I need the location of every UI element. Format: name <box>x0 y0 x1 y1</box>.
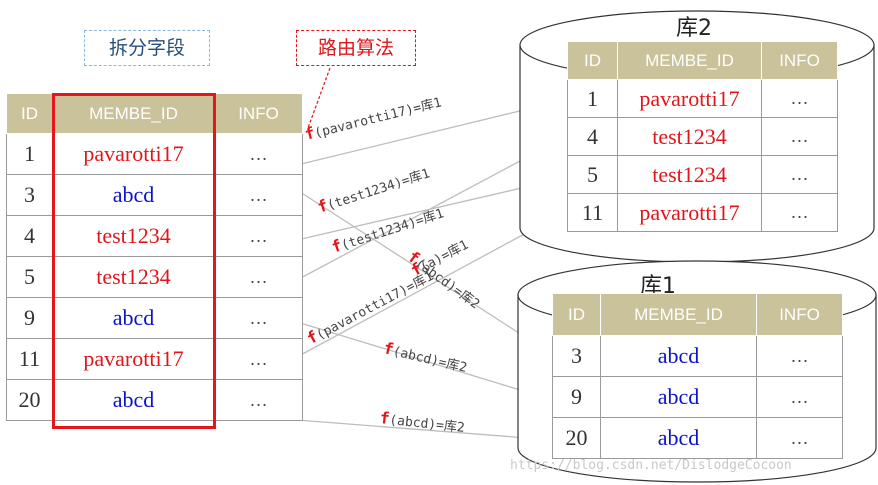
header-info: INFO <box>756 293 843 336</box>
route-line <box>296 211 567 358</box>
split-field-label: 拆分字段 <box>84 30 210 66</box>
header-id: ID <box>567 41 618 80</box>
id-cell: 3 <box>552 335 601 377</box>
header-info: INFO <box>214 93 303 134</box>
info-cell: … <box>756 417 843 459</box>
id-cell: 11 <box>6 338 53 380</box>
header-info: INFO <box>761 41 838 80</box>
split-field-highlight <box>52 93 216 429</box>
route-line <box>296 189 555 356</box>
routing-pointer <box>307 67 331 129</box>
member-id-cell: test1234 <box>52 215 215 257</box>
member-id-cell: test1234 <box>617 155 762 194</box>
info-cell: … <box>214 215 303 257</box>
member-id-cell: abcd <box>52 297 215 339</box>
id-cell: 9 <box>6 297 53 339</box>
id-cell: 1 <box>6 133 53 175</box>
info-cell: … <box>761 79 838 118</box>
id-cell: 9 <box>552 376 601 418</box>
info-cell: … <box>756 376 843 418</box>
info-cell: … <box>214 174 303 216</box>
header-member-id: MEMBE_ID <box>52 93 215 134</box>
member-id-cell: pavarotti17 <box>52 338 215 380</box>
id-cell: 3 <box>6 174 53 216</box>
member-id-cell: pavarotti17 <box>617 79 762 118</box>
route-line <box>296 321 555 403</box>
header-member-id: MEMBE_ID <box>600 293 757 336</box>
watermark: https://blog.csdn.net/DislodgeCocoon <box>510 458 792 473</box>
id-cell: 4 <box>6 215 53 257</box>
header-id: ID <box>6 93 53 134</box>
db2-label: 库2 <box>676 16 712 41</box>
id-cell: 20 <box>6 379 53 421</box>
id-cell: 20 <box>552 417 601 459</box>
id-cell: 4 <box>567 117 618 156</box>
member-id-cell: test1234 <box>52 256 215 298</box>
info-cell: … <box>214 256 303 298</box>
routing-algorithm-label: 路由算法 <box>296 30 416 66</box>
member-id-cell: test1234 <box>617 117 762 156</box>
route-line <box>296 419 555 445</box>
info-cell: … <box>214 297 303 339</box>
info-cell: … <box>214 338 303 380</box>
id-cell: 11 <box>567 193 618 232</box>
member-id-cell: abcd <box>600 417 757 459</box>
id-cell: 5 <box>567 155 618 194</box>
id-cell: 5 <box>6 256 53 298</box>
member-id-cell: abcd <box>52 379 215 421</box>
info-cell: … <box>761 193 838 232</box>
member-id-cell: abcd <box>600 376 757 418</box>
info-cell: … <box>756 335 843 377</box>
header-id: ID <box>552 293 601 336</box>
info-cell: … <box>761 117 838 156</box>
id-cell: 1 <box>567 79 618 118</box>
info-cell: … <box>761 155 838 194</box>
member-id-cell: pavarotti17 <box>617 193 762 232</box>
header-member-id: MEMBE_ID <box>617 41 762 80</box>
member-id-cell: abcd <box>600 335 757 377</box>
info-cell: … <box>214 133 303 175</box>
info-cell: … <box>214 379 303 421</box>
